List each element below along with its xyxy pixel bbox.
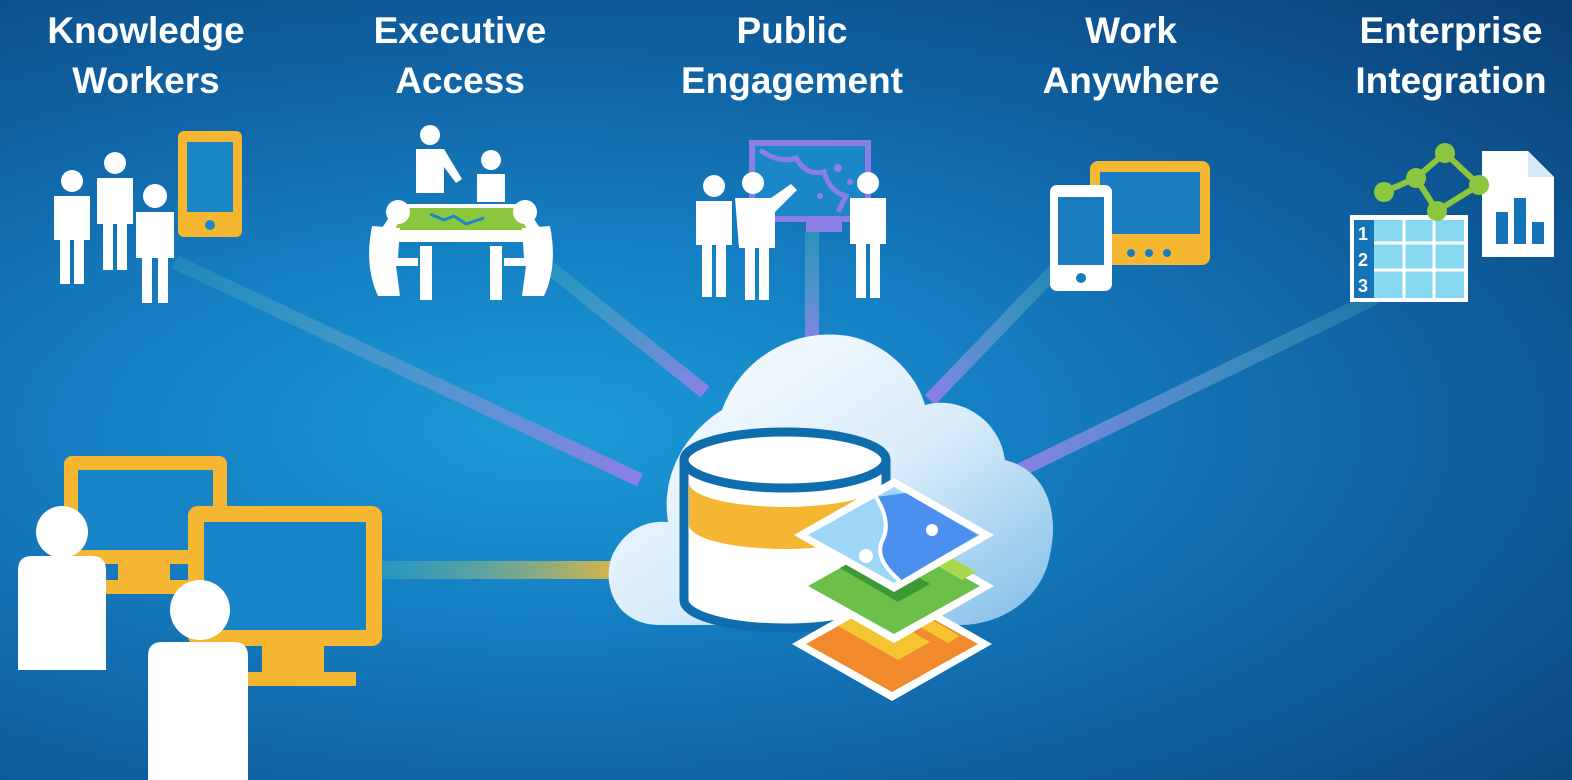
label-executive-access: Executive Access bbox=[320, 6, 600, 106]
label-public-engagement: Public Engagement bbox=[640, 6, 944, 106]
connector-executive-access bbox=[545, 262, 710, 398]
connector-work-anywhere bbox=[924, 265, 1061, 405]
label-line-1: Enterprise bbox=[1359, 10, 1543, 51]
label-line-1: Public bbox=[736, 10, 848, 51]
connector-knowledge-workers bbox=[172, 255, 643, 487]
map-layer-top bbox=[794, 478, 994, 592]
meeting-table-icon bbox=[369, 125, 553, 300]
svg-text:3: 3 bbox=[1358, 276, 1368, 296]
phone-and-tablet-icon bbox=[1050, 161, 1210, 291]
label-line-1: Work bbox=[1085, 10, 1177, 51]
label-line-1: Executive bbox=[373, 10, 547, 51]
label-line-2: Engagement bbox=[680, 60, 904, 101]
label-line-2: Anywhere bbox=[1042, 60, 1220, 101]
people-with-phone-icon bbox=[54, 131, 242, 303]
label-enterprise-integration: Enterprise Integration bbox=[1330, 6, 1572, 106]
desktop-users-icon bbox=[18, 456, 382, 780]
label-knowledge-workers: Knowledge Workers bbox=[0, 6, 292, 106]
label-line-2: Integration bbox=[1355, 60, 1547, 101]
label-line-1: Knowledge bbox=[47, 10, 245, 51]
svg-text:1: 1 bbox=[1358, 224, 1368, 244]
connector-lines bbox=[172, 232, 1379, 579]
presentation-map-icon bbox=[696, 140, 886, 300]
label-line-2: Workers bbox=[72, 60, 220, 101]
label-work-anywhere: Work Anywhere bbox=[1000, 6, 1262, 106]
map-layers-icon bbox=[792, 478, 994, 701]
data-integration-icon: 1 2 3 bbox=[1350, 143, 1554, 302]
label-line-2: Access bbox=[395, 60, 525, 101]
svg-text:2: 2 bbox=[1358, 250, 1368, 270]
connector-enterprise-integration bbox=[1006, 291, 1379, 482]
